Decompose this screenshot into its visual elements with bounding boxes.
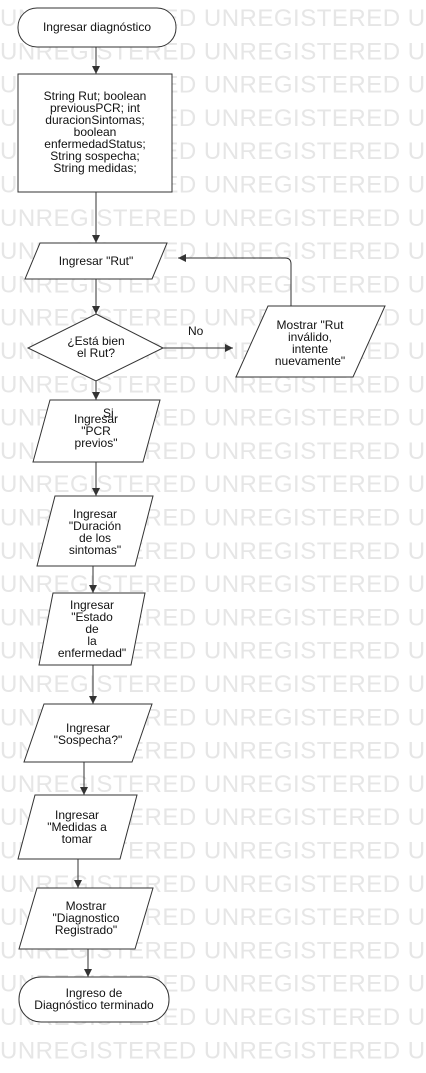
label-line: Ingresar xyxy=(74,412,118,426)
input-rut-label: Ingresar "Rut" xyxy=(59,254,134,268)
label-line: Ingresar diagnóstico xyxy=(43,20,151,34)
label-line: String medidas; xyxy=(53,161,136,175)
watermark-text: UNREGISTERED UNREGISTERED UN xyxy=(0,1037,426,1064)
label-line: "Medidas a xyxy=(47,820,107,834)
label-line: Mostrar "Rut xyxy=(277,318,345,332)
io-shape xyxy=(38,592,146,666)
label-line: el Rut? xyxy=(77,346,115,360)
watermark-text: UNREGISTERED UNREGISTERED UN xyxy=(0,371,426,398)
label-line: boolean xyxy=(74,125,117,139)
io-shape xyxy=(36,495,154,567)
label-line: Ingresar xyxy=(55,808,99,822)
label-line: la xyxy=(87,634,97,648)
label-line: Ingresar "Rut" xyxy=(59,254,134,268)
terminator-shape xyxy=(17,7,177,48)
connectors xyxy=(74,47,292,977)
edge-invalid-back-to-rut xyxy=(178,254,292,306)
process-shape xyxy=(17,73,173,193)
label-line: intente xyxy=(292,342,328,356)
label-line: enfermedadStatus; xyxy=(44,137,145,151)
label-line: Mostrar xyxy=(66,899,107,913)
node-input-sospecha: Ingresar"Sospecha?" xyxy=(23,703,153,763)
label-line: nuevamente" xyxy=(275,354,345,368)
label-line: Ingresar xyxy=(73,507,117,521)
decision-shape xyxy=(26,313,165,382)
label-line: previousPCR; int xyxy=(50,101,141,115)
label-line: "Sospecha?" xyxy=(54,733,123,747)
label-line: tomar xyxy=(62,832,93,846)
label-line: "Duración xyxy=(69,519,121,533)
label-line: ¿Está bien xyxy=(67,334,124,348)
label-line: String Rut; boolean xyxy=(44,89,147,103)
label-line: previos" xyxy=(75,436,118,450)
io-shape xyxy=(24,242,168,280)
watermark-text: UNREGISTERED UNREGISTERED UN xyxy=(0,1071,426,1073)
watermark-text: UNREGISTERED UNREGISTERED UN xyxy=(0,671,426,698)
io-shape xyxy=(235,305,386,378)
label-line: Ingresar xyxy=(70,598,114,612)
label-line: sintomas" xyxy=(69,543,121,557)
io-shape xyxy=(18,887,154,950)
watermark-text: UNREGISTERED UNREGISTERED UN xyxy=(0,471,426,498)
io-shape xyxy=(23,703,153,763)
label-line: de xyxy=(85,622,99,636)
label-line: de los xyxy=(79,531,111,545)
node-start: Ingresar diagnóstico xyxy=(17,7,177,48)
input-sospecha-label: Ingresar"Sospecha?" xyxy=(54,721,123,747)
label-line: enfermedad" xyxy=(58,646,126,660)
label-line: duracionSintomas; xyxy=(45,113,144,127)
label-line: "Estado xyxy=(71,610,113,624)
label-line: "PCR xyxy=(81,424,111,438)
node-input-rut: Ingresar "Rut" xyxy=(24,242,168,280)
label-line: Ingresar xyxy=(66,721,110,735)
watermark-text: UNREGISTERED UNREGISTERED UN xyxy=(0,205,426,232)
edge-label-no: No xyxy=(188,324,204,338)
label-line: Diagnóstico terminado xyxy=(34,998,154,1012)
io-shape xyxy=(32,399,161,463)
edge-label-yes: Si xyxy=(103,406,114,420)
start-label: Ingresar diagnóstico xyxy=(43,20,151,34)
label-line: String sospecha; xyxy=(50,149,139,163)
label-line: "Diagnostico xyxy=(53,911,120,925)
watermark-text: UNREGISTERED UNREGISTERED UN xyxy=(0,771,426,798)
label-line: Registrado" xyxy=(55,923,117,937)
io-shape xyxy=(17,794,138,860)
label-line: Ingreso de xyxy=(66,986,123,1000)
terminator-shape xyxy=(18,976,170,1023)
label-line: inválido, xyxy=(288,330,332,344)
